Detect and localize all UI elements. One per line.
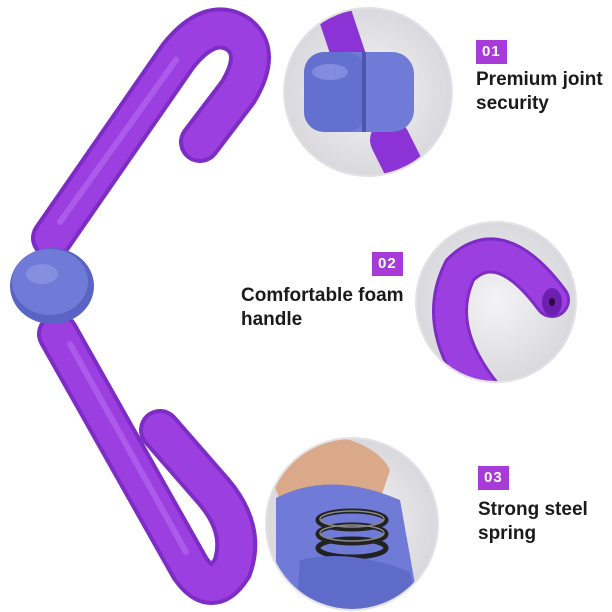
- foam-handle-closeup-photo: [416, 222, 576, 382]
- thigh-trainer-lower-arm: [37, 313, 258, 605]
- thigh-trainer-upper-arm: [31, 7, 271, 259]
- feature-number-badge-1: 01: [476, 40, 507, 64]
- feature-label-1: Premium joint security: [476, 69, 603, 114]
- feature-label-3: Strong steel spring: [478, 499, 588, 544]
- feature-number-badge-3: 03: [478, 466, 509, 490]
- thigh-trainer-joint: [10, 248, 94, 324]
- feature-number-badge-2: 02: [372, 252, 403, 276]
- feature-label-2: Comfortable foam handle: [241, 285, 404, 330]
- steel-spring-closeup-photo: [266, 438, 438, 610]
